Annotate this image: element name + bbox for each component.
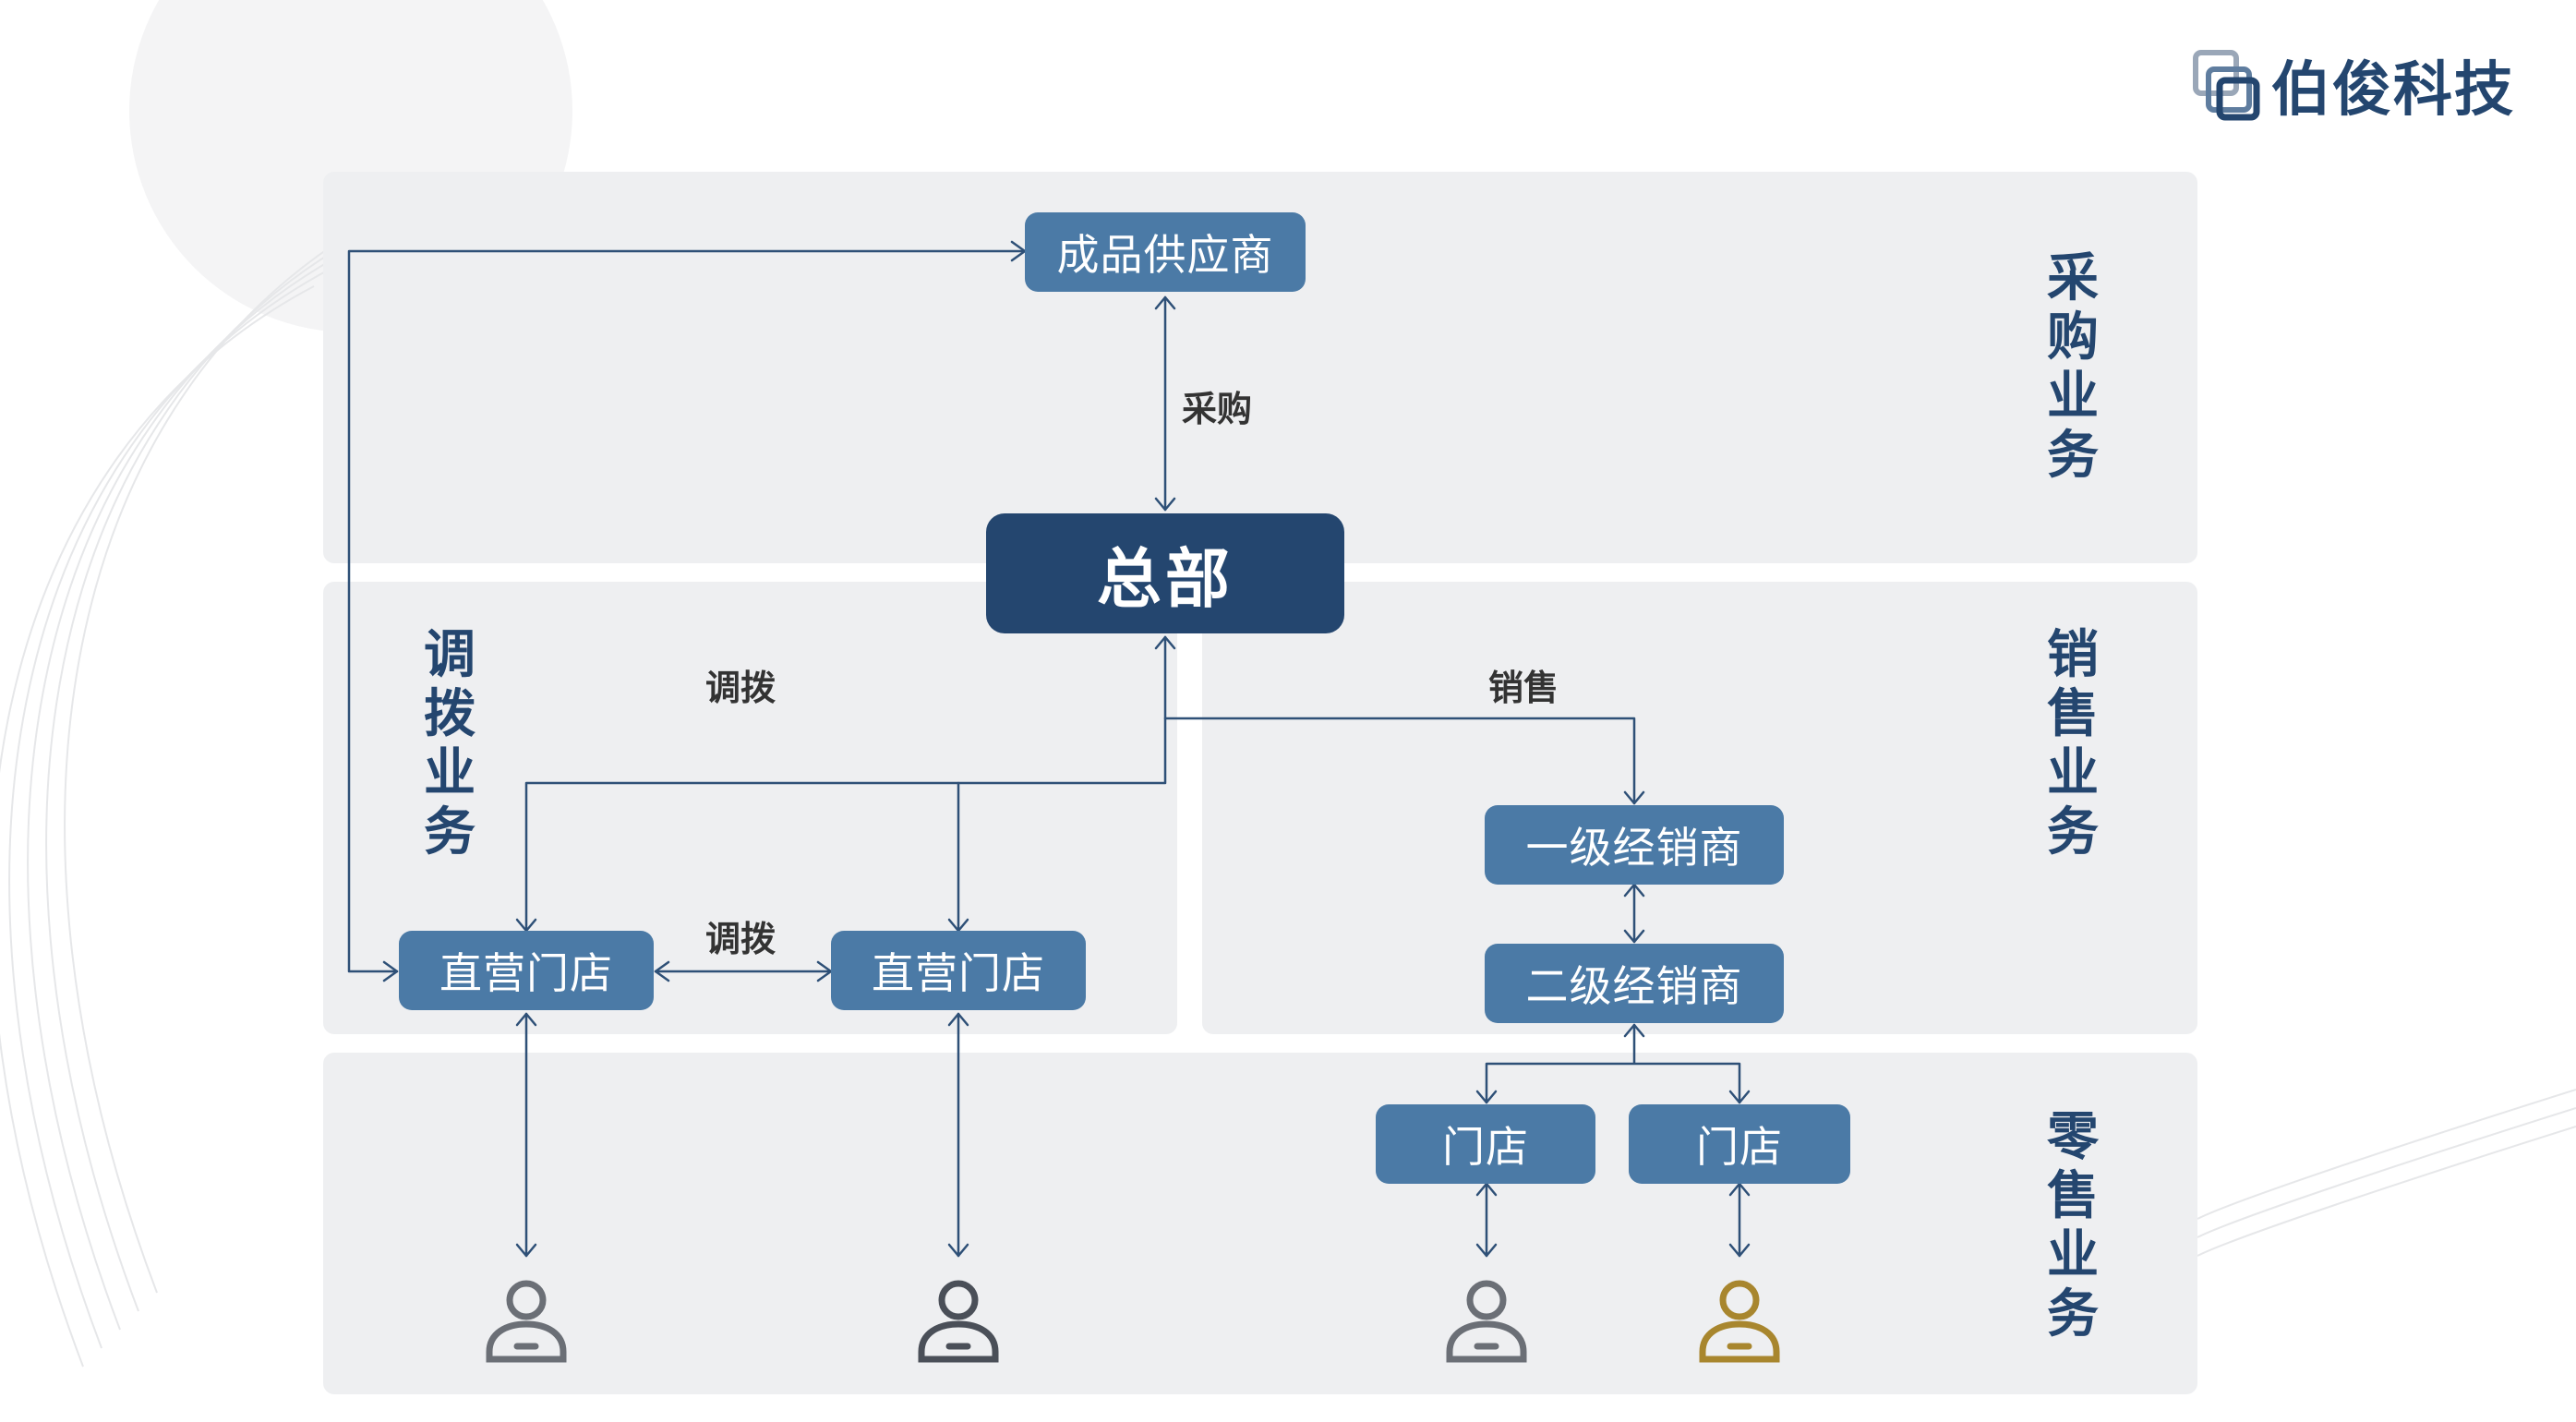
hq-direct-stores-line <box>524 635 1167 933</box>
person-icon-gold <box>1699 1280 1780 1363</box>
l2-stores-line <box>1485 1023 1741 1104</box>
purchase-flow-label: 采购 <box>1182 389 1253 429</box>
procurement-section-label: 采购业务 <box>2047 248 2099 486</box>
transfer-flow-label: 调拨 <box>705 668 776 708</box>
brand-name: 伯俊科技 <box>2271 56 2515 125</box>
person-icon <box>918 1280 999 1363</box>
store-1-node: 门店 <box>1376 1104 1595 1184</box>
person-icon <box>486 1280 567 1363</box>
supplier-node: 成品供应商 <box>1025 212 1306 292</box>
direct-store-1-node: 直营门店 <box>399 931 654 1010</box>
distributor-l1-node: 一级经销商 <box>1485 805 1784 885</box>
sales-flow-label: 销售 <box>1488 668 1559 708</box>
retail-section-label: 零售业务 <box>2047 1107 2099 1344</box>
retail-panel <box>323 1053 2197 1394</box>
store-2-node: 门店 <box>1629 1104 1850 1184</box>
person-icon <box>1446 1280 1527 1363</box>
procurement-panel-extension <box>1263 172 2197 563</box>
logo-icon <box>2193 50 2260 121</box>
distributor-l2-node: 二级经销商 <box>1485 944 1784 1023</box>
direct-store-2-node: 直营门店 <box>831 931 1086 1010</box>
store-supplier-line <box>347 249 1027 973</box>
hq-distributor-line <box>1163 717 1636 805</box>
transfer-between-label: 调拨 <box>705 919 776 959</box>
headquarters-node: 总部 <box>986 513 1344 633</box>
transfer-section-label: 调拨业务 <box>424 625 475 862</box>
sales-section-label: 销售业务 <box>2047 625 2099 862</box>
brand-logo: 伯俊科技 <box>2190 42 2515 127</box>
